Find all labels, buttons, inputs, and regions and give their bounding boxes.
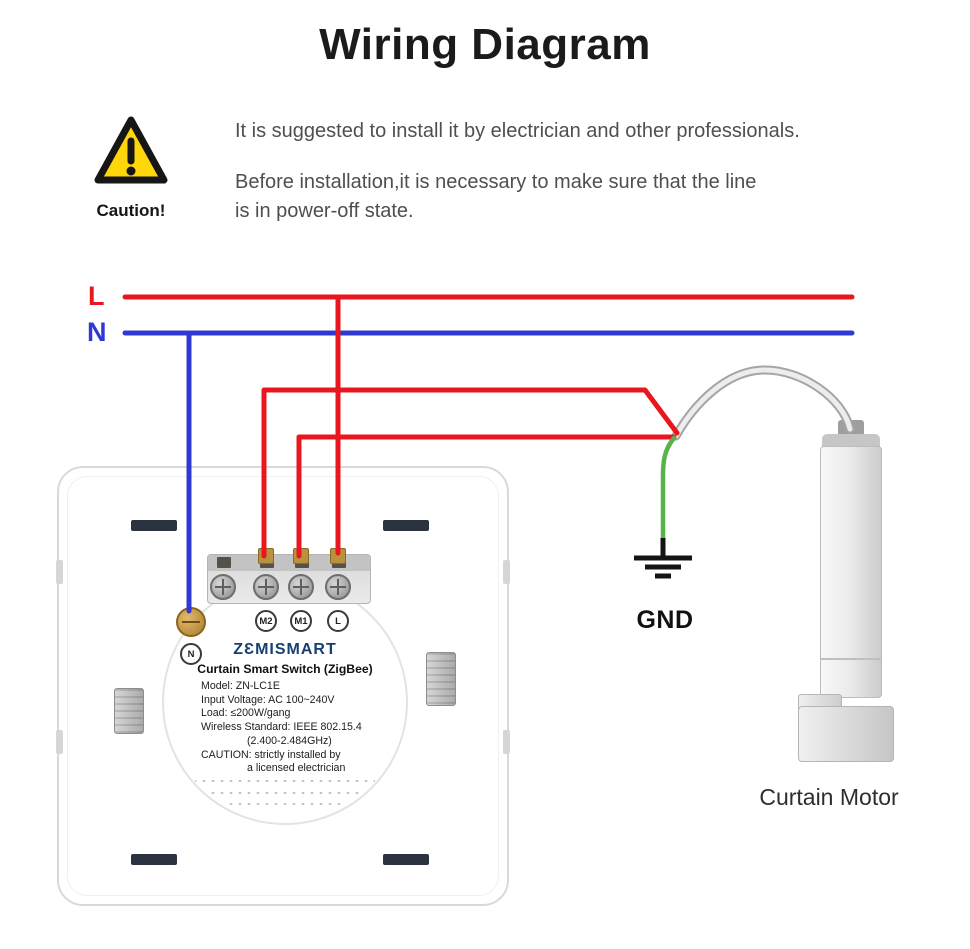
terminal-screw-m2 [253,574,279,600]
speaker-perforation-row [195,778,375,784]
motor-seam [820,658,882,660]
spec-line-freq: (2.400-2.484GHz) [247,734,332,747]
terminal-screw-m1 [288,574,314,600]
terminal-label-m1: M1 [290,610,312,632]
curtain-motor [798,418,898,768]
terminal-clamp-m2 [258,548,274,564]
ground-wire [660,435,677,542]
terminal-label-n: N [180,643,202,665]
spec-line-load: Load: ≤200W/gang [201,707,291,720]
neutral-wire-label: N [87,317,107,347]
brand-logo: ZƐMISMART [233,641,337,658]
spec-line-voltage: Input Voltage: AC 100~240V [201,693,335,706]
terminal-screw-n [176,607,206,637]
smart-switch-back-panel: M2 M1 L N ZƐMISMART Curtain Smart Switch… [56,466,510,906]
spec-block: Model: ZN-LC1E Input Voltage: AC 100~240… [201,680,383,776]
terminal-screw-l [325,574,351,600]
mounting-notch [503,560,510,584]
mounting-slot [131,520,177,531]
caution-note-2-line1: Before installation,it is necessary to m… [235,171,757,193]
mounting-notch [56,730,63,754]
product-name: Curtain Smart Switch (ZigBee) [197,662,373,676]
caution-warning-icon [92,114,170,188]
curtain-motor-label: Curtain Motor [759,784,899,810]
caution-note-2-line2: is in power-off state. [235,200,414,222]
mounting-claw-left [114,688,144,734]
mounting-slot [383,854,429,865]
terminal-label-m2: M2 [255,610,277,632]
spec-line-caution2: a licensed electrician [247,762,346,775]
spec-line-model: Model: ZN-LC1E [201,680,280,692]
speaker-perforation-row [226,801,344,807]
terminal-clamp-m1 [293,548,309,564]
spec-line-caution: CAUTION: strictly installed by [201,748,341,761]
terminal-block-top [208,555,370,571]
gnd-label: GND [636,606,694,634]
mounting-notch [56,560,63,584]
mounting-slot [131,854,177,865]
motor-bracket [798,706,894,762]
mounting-slot [383,520,429,531]
motor-body [820,446,882,698]
terminal-clamp-slot [217,557,231,568]
caution-label: Caution! [96,201,166,220]
mounting-claw-right [426,652,456,706]
spec-line-wireless: Wireless Standard: IEEE 802.15.4 [201,721,362,734]
terminal-screw-spare [210,574,236,600]
mounting-notch [503,730,510,754]
terminal-clamp-l [330,548,346,564]
live-wire-label: L [88,281,105,311]
page-title: Wiring Diagram [319,20,651,69]
speaker-perforation-row [207,790,363,796]
terminal-label-l: L [327,610,349,632]
caution-note-1: It is suggested to install it by electri… [235,120,800,142]
